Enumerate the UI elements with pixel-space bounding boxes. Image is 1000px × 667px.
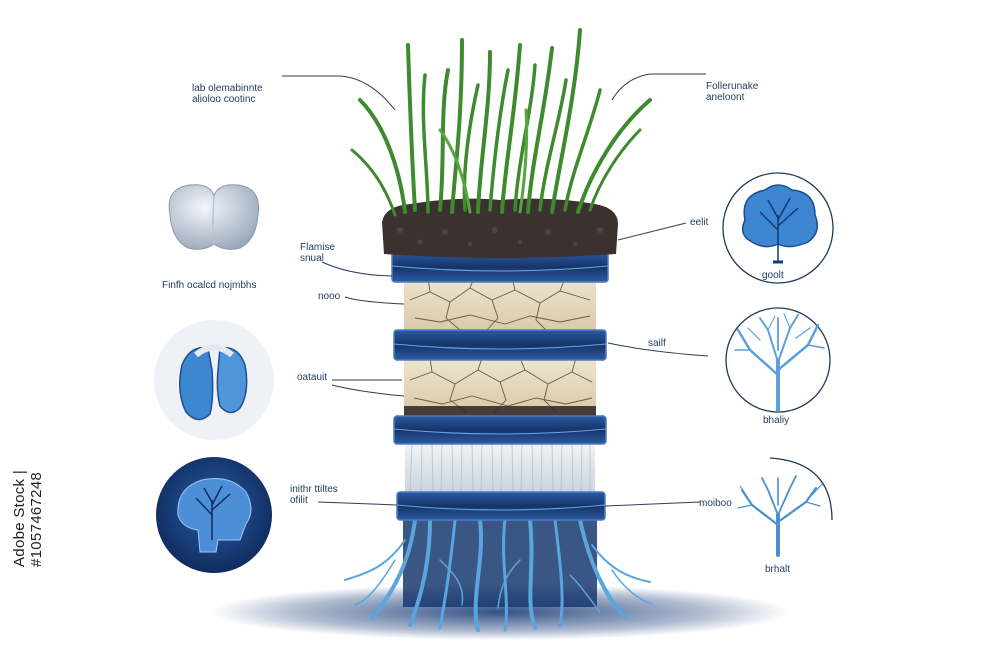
fiber-layer [405, 440, 595, 495]
lung-icon-backdrop [154, 320, 274, 440]
tree-icon [734, 313, 825, 412]
lung-icon [179, 344, 248, 421]
label-right-mid-caption: bhaliy [763, 415, 790, 426]
label-right-low: moiboo [699, 498, 732, 509]
label-left-lower: oatauit [297, 372, 328, 383]
label-left-icon-caption: Finfh ocalcd nojmbhs [162, 280, 257, 291]
tooth-icon [168, 184, 260, 250]
band-3 [393, 415, 607, 445]
label-left-bottom: inithr ttiltes ofilit [290, 484, 338, 506]
sediment-cracks-upper [409, 277, 591, 333]
stock-id-watermark: Adobe Stock | #1057467248 [11, 469, 45, 567]
label-right-top: eelit [690, 217, 709, 228]
label-top-right: Follerunake aneloont [706, 81, 759, 103]
brain-tree-icon [741, 184, 819, 264]
tree-small-icon-ring [769, 457, 833, 521]
band-2 [393, 329, 607, 361]
label-left-mid: nooo [318, 291, 341, 302]
label-right-low-caption: brhalt [765, 564, 791, 575]
brain-tree-icon-ring [722, 172, 834, 284]
roots [344, 517, 653, 632]
head-tree-icon [177, 478, 252, 553]
leader-lines [282, 73, 709, 507]
label-right-top-caption: goolt [762, 270, 784, 281]
label-left-upper: Flamise snual [300, 242, 336, 264]
band-4 [396, 491, 606, 521]
sediment-layer-upper [404, 276, 596, 334]
label-right-mid: sailf [648, 338, 666, 349]
grass [350, 28, 652, 217]
tree-small-icon [737, 475, 823, 557]
soil-top [382, 198, 618, 258]
ground-shadow [210, 584, 790, 640]
label-top-left: lab olemabinnte alioloo cootinc [192, 83, 263, 105]
